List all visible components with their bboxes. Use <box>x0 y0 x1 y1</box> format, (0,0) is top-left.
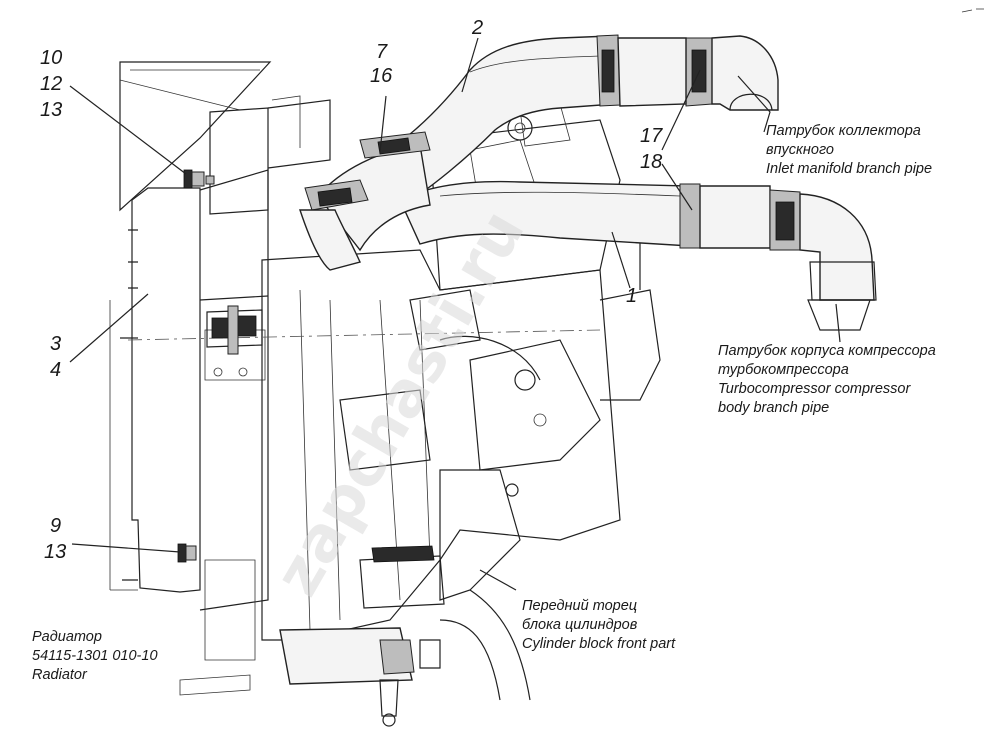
compressor-label-en1: Turbocompressor compressor <box>718 381 911 397</box>
clamp-upper-pair <box>596 34 713 107</box>
radiator <box>109 169 269 696</box>
hose-coupling <box>299 131 431 271</box>
inlet-branch-label-ru2: впускного <box>766 142 834 158</box>
inlet-branch-label-en: Inlet manifold branch pipe <box>766 161 933 177</box>
radiator-label-en: Radiator <box>32 667 87 683</box>
lower-components <box>279 469 531 727</box>
watermark: zapchasti.ru <box>260 198 539 608</box>
callout-18: 18 <box>640 151 663 173</box>
callout-4: 4 <box>50 359 62 381</box>
compressor-label-ru2: турбокомпрессора <box>718 362 849 378</box>
callout-12: 12 <box>40 73 63 95</box>
radiator-part-number: 54115-1301 010-10 <box>32 648 158 664</box>
pipe-1 <box>399 180 691 247</box>
bolt-upper <box>183 169 215 189</box>
corner-mark <box>961 8 984 13</box>
center-axis <box>127 329 601 341</box>
callout-13-lower: 13 <box>44 541 67 563</box>
callout-1: 1 <box>626 285 638 307</box>
callout-16: 16 <box>370 65 393 87</box>
radiator-label-ru: Радиатор <box>32 629 102 645</box>
block-label-ru2: блока цилиндров <box>522 617 638 633</box>
leader-lines <box>69 37 841 591</box>
bolt-lower <box>177 543 197 563</box>
cab-corner <box>119 61 272 212</box>
callout-3: 3 <box>50 333 62 355</box>
callout-7: 7 <box>376 41 388 63</box>
compressor-label-en2: body branch pipe <box>718 400 830 416</box>
bracket-block <box>209 107 269 215</box>
compressor-label-ru1: Патрубок корпуса компрессора <box>718 343 936 359</box>
callout-2: 2 <box>472 17 484 39</box>
inlet-manifold-branch <box>711 35 779 111</box>
block-label-ru1: Передний торец <box>522 598 638 614</box>
callout-9: 9 <box>50 515 62 537</box>
callout-10: 10 <box>40 47 63 69</box>
engine-mount <box>206 305 263 355</box>
callout-13-upper: 13 <box>40 99 63 121</box>
clamp-lower <box>679 183 801 251</box>
engine-block <box>261 103 661 641</box>
block-label-en: Cylinder block front part <box>522 636 676 652</box>
callout-17: 17 <box>640 125 663 147</box>
inlet-branch-label-ru1: Патрубок коллектора <box>766 123 921 139</box>
